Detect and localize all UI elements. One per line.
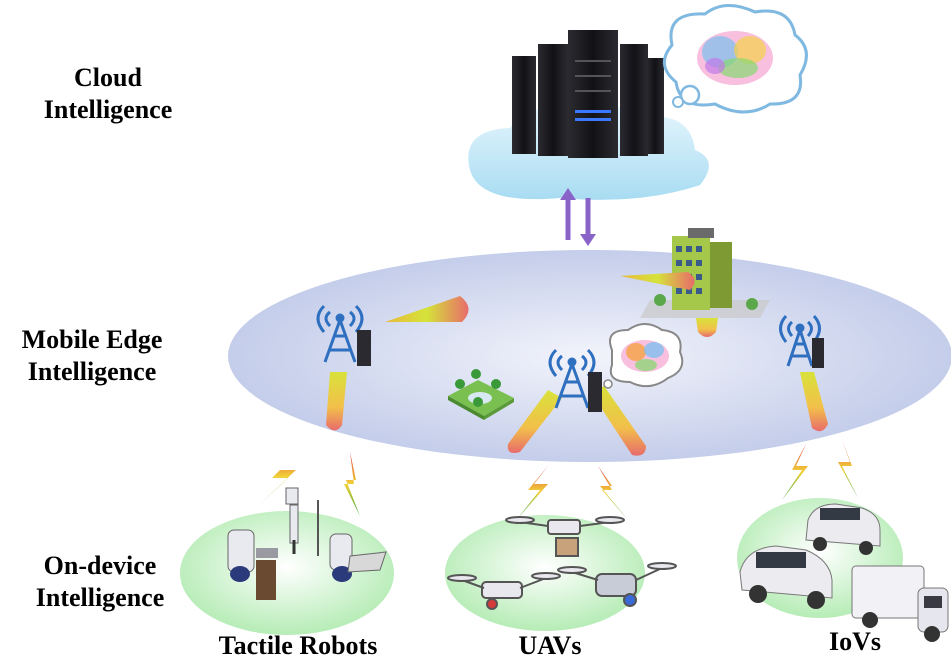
cloud-label-line2: Intelligence [43,95,173,124]
signal-beams [326,272,828,456]
cell-tower-icon [779,314,821,367]
robots-label: Tactile Robots [218,631,378,660]
edge-layer-ellipse [228,250,951,462]
cloud-server-group [468,30,709,200]
beam-center-downright [592,386,646,456]
beam-building-down [696,318,718,337]
beam-left-horizontal [385,296,469,322]
iovs-label: IoVs [828,627,881,656]
truck-icon [851,565,949,642]
beam-right-down [800,372,828,432]
building-icon [640,228,770,318]
device-label-line2: Intelligence [35,583,165,612]
robots-ellipse [180,511,394,635]
edge-label-line2: Intelligence [27,357,157,386]
beam-center-downleft [507,390,562,453]
park-icon [448,369,514,420]
edge-layer-label: Mobile Edge Intelligence [2,324,182,388]
tower-server-center [588,372,602,412]
edge-brain-bubble [603,323,684,389]
cloud-layer-label: Cloud Intelligence [18,62,198,126]
tower-server-left [357,330,371,366]
car-icon [739,503,881,609]
cloud-brain-bubble [663,4,808,114]
beam-left-down [326,372,347,431]
cloud-label-line1: Cloud [74,63,142,92]
beam-building-left [620,272,695,290]
server-rack-icon [512,30,664,158]
cloud-edge-arrows [560,188,596,246]
tower-server-right [812,338,824,368]
device-label-line1: On-device [43,551,157,580]
uavs-label: UAVs [518,631,582,660]
lightning-icon [258,440,858,520]
brain-icon [621,340,669,372]
device-layer-label: On-device Intelligence [10,550,190,614]
robot-icon [227,487,387,600]
brain-icon [697,31,773,85]
cell-tower-icon [316,304,364,363]
edge-label-line1: Mobile Edge [21,325,163,354]
cell-tower-icon [548,348,596,409]
drone-icon [447,516,677,610]
